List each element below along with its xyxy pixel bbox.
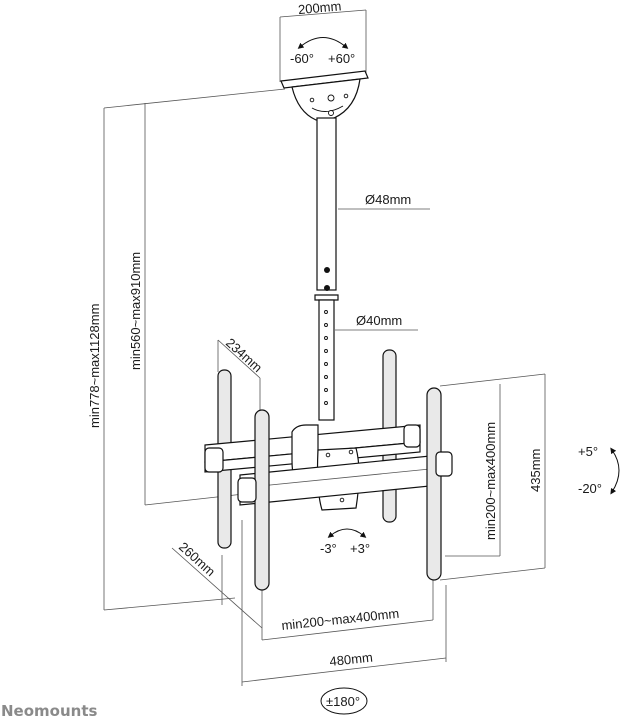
ceiling-plate <box>280 70 369 121</box>
pole-holes <box>324 310 328 405</box>
dimension-lines <box>103 9 546 686</box>
level-right-label: +3° <box>350 541 370 556</box>
level-left-label: -3° <box>320 541 337 556</box>
front-bracket <box>237 387 453 591</box>
total-width-label: 480mm <box>329 650 374 669</box>
rotation-label: ±180° <box>326 694 360 709</box>
pole <box>314 117 339 421</box>
lower-pole-diameter-label: Ø40mm <box>356 313 402 328</box>
bracket-depth-top-label: 234mm <box>223 335 265 375</box>
tilt-up-label: +5° <box>578 444 598 459</box>
swivel-left-label: -60° <box>290 51 314 66</box>
tilt-arrow-icon <box>610 447 620 495</box>
swivel-right-label: +60° <box>328 51 355 66</box>
vesa-width-label: min200~max400mm <box>281 606 400 633</box>
total-height-label: min778~max1128mm <box>87 304 102 428</box>
ceiling-plate-width-label: 200mm <box>297 0 342 17</box>
level-arrow-icon <box>327 528 367 538</box>
bracket-depth-bottom-label: 260mm <box>176 539 218 579</box>
brand-logo: Neomounts <box>1 702 97 720</box>
rotation-arrow-icon <box>320 687 368 715</box>
bracket-height-label: 435mm <box>528 449 543 492</box>
vesa-height-label: min200~max400mm <box>483 422 498 540</box>
angle-labels: -60° +60° +5° -20° -3° +3° ±180° <box>290 37 620 715</box>
pole-height-label: min560~max910mm <box>128 252 143 370</box>
swivel-arrow-icon <box>297 37 349 49</box>
upper-pole-diameter-label: Ø48mm <box>365 192 411 207</box>
tilt-down-label: -20° <box>578 481 602 496</box>
